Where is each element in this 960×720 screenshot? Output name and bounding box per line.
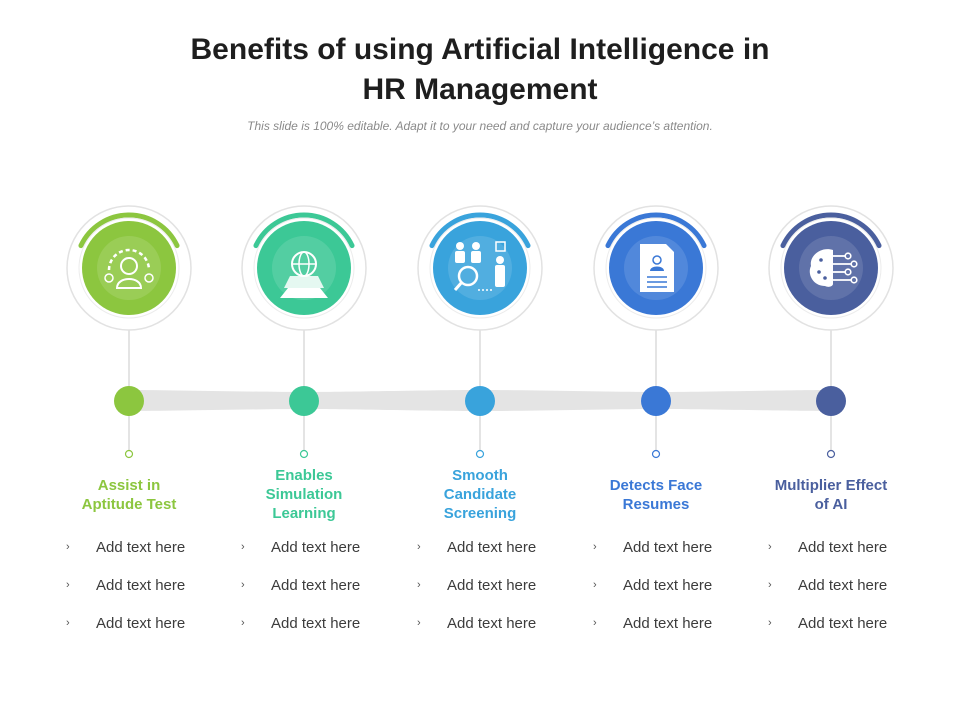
chevron-right-icon: ›: [593, 617, 597, 629]
item-label-line: Screening: [443, 505, 517, 522]
item-label-line: Multiplier Effect: [774, 477, 888, 494]
accent-arc: [429, 212, 531, 249]
chevron-right-icon: ›: [417, 617, 421, 629]
bullet-item: › Add text here: [768, 615, 928, 655]
bullet-text[interactable]: Add text here: [623, 577, 713, 594]
bullet-item: › Add text here: [768, 539, 928, 579]
timeline-dot: [465, 386, 495, 416]
timeline-marker: [299, 449, 309, 459]
item-label: Assist in Aptitude Test: [54, 476, 204, 514]
bullet-text[interactable]: Add text here: [623, 615, 713, 632]
bullet-item: › Add text here: [768, 577, 928, 617]
globe-simulation-icon: [280, 251, 328, 298]
item-label-line: Assist in: [97, 477, 161, 494]
bullet-text[interactable]: Add text here: [96, 615, 186, 632]
timeline-marker: [826, 449, 836, 459]
bullet-list: › Add text here › Add text here › Add text he…: [768, 539, 928, 655]
accent-arc: [78, 212, 180, 249]
bullet-text[interactable]: Add text here: [271, 539, 361, 556]
bullet-list: › Add text here › Add text here › Add text he…: [66, 539, 226, 655]
item-label-line: Smooth: [452, 467, 508, 484]
chevron-right-icon: ›: [768, 579, 772, 591]
timeline-marker: [651, 449, 661, 459]
item-label-line: of AI: [814, 496, 848, 513]
bullet-item: › Add text here: [593, 615, 753, 655]
bullet-list: › Add text here › Add text here › Add text he…: [593, 539, 753, 655]
chevron-right-icon: ›: [768, 541, 772, 553]
chevron-right-icon: ›: [241, 541, 245, 553]
item-label-line: Resumes: [622, 496, 690, 513]
slide-subtitle: This slide is 100% editable. Adapt it to…: [247, 119, 713, 133]
item-label-line: Enables: [275, 467, 333, 484]
bullet-item: › Add text here: [417, 615, 577, 655]
title-line-1: Benefits of using Artificial Intelligenc…: [190, 33, 770, 66]
bullet-text[interactable]: Add text here: [623, 539, 713, 556]
chevron-right-icon: ›: [417, 579, 421, 591]
bullet-item: › Add text here: [66, 577, 226, 617]
title-line-2: HR Management: [362, 73, 598, 106]
bullet-text[interactable]: Add text here: [96, 577, 186, 594]
bullet-item: › Add text here: [66, 615, 226, 655]
bullet-item: › Add text here: [417, 539, 577, 579]
bullet-text[interactable]: Add text here: [96, 539, 186, 556]
chevron-right-icon: ›: [241, 617, 245, 629]
bullet-item: › Add text here: [417, 577, 577, 617]
bullet-text[interactable]: Add text here: [447, 577, 537, 594]
chevron-right-icon: ›: [66, 541, 70, 553]
timeline-marker: [475, 449, 485, 459]
bullet-item: › Add text here: [593, 539, 753, 579]
ai-brain-icon: [809, 249, 858, 287]
chevron-right-icon: ›: [593, 579, 597, 591]
bullet-item: › Add text here: [241, 577, 401, 617]
icon-badge: [257, 221, 351, 315]
item-label: Multiplier Effect of AI: [756, 476, 906, 514]
chevron-right-icon: ›: [593, 541, 597, 553]
bullet-text[interactable]: Add text here: [447, 539, 537, 556]
slide-title: Benefits of using Artificial Intelligenc…: [0, 30, 960, 110]
resume-document-icon: [640, 244, 674, 292]
timeline-dot: [114, 386, 144, 416]
bullet-text[interactable]: Add text here: [447, 615, 537, 632]
item-label-line: Aptitude Test: [81, 496, 177, 513]
chevron-right-icon: ›: [66, 579, 70, 591]
item-label-line: Candidate: [443, 486, 517, 503]
item-label-line: Detects Face: [609, 477, 703, 494]
bullet-text[interactable]: Add text here: [271, 577, 361, 594]
candidate-rating-icon: [104, 248, 154, 289]
accent-arc: [253, 212, 355, 249]
bullet-item: › Add text here: [66, 539, 226, 579]
icon-badge: [82, 221, 176, 315]
timeline-dot: [289, 386, 319, 416]
bullet-list: › Add text here › Add text here › Add text he…: [417, 539, 577, 655]
candidate-search-icon: [453, 241, 506, 291]
bullet-text[interactable]: Add text here: [798, 577, 888, 594]
chevron-right-icon: ›: [417, 541, 421, 553]
bullet-text[interactable]: Add text here: [798, 539, 888, 556]
timeline-marker: [124, 449, 134, 459]
chevron-right-icon: ›: [241, 579, 245, 591]
bullet-item: › Add text here: [241, 615, 401, 655]
timeline-dot: [641, 386, 671, 416]
icon-halo: [97, 236, 161, 300]
bullet-item: › Add text here: [593, 577, 753, 617]
bullet-list: › Add text here › Add text here › Add text he…: [241, 539, 401, 655]
accent-arc: [605, 212, 707, 249]
timeline-dot: [816, 386, 846, 416]
bullet-text[interactable]: Add text here: [271, 615, 361, 632]
chevron-right-icon: ›: [66, 617, 70, 629]
chevron-right-icon: ›: [768, 617, 772, 629]
bullet-item: › Add text here: [241, 539, 401, 579]
item-label-line: Simulation: [265, 486, 343, 503]
item-label-line: Learning: [272, 505, 336, 522]
accent-arc: [780, 212, 882, 249]
bullet-text[interactable]: Add text here: [798, 615, 888, 632]
